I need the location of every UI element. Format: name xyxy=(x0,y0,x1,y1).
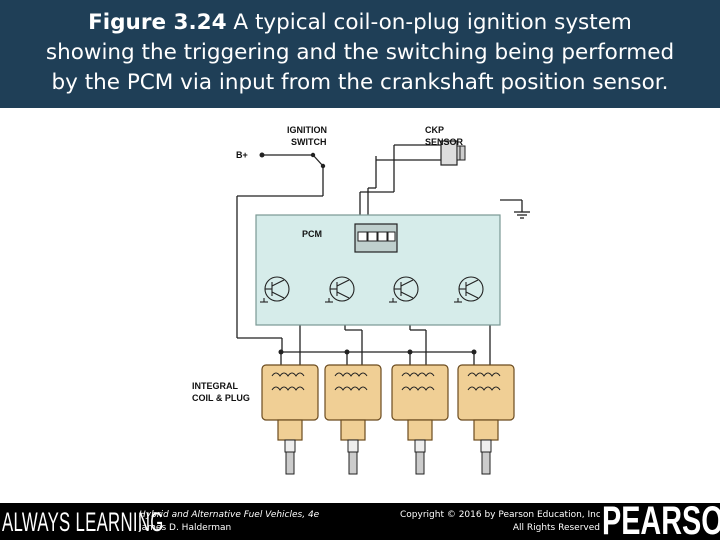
coil-plug-1 xyxy=(261,364,319,475)
ignition-switch-label-1: IGNITION xyxy=(287,125,327,135)
footer-bar: ALWAYS LEARNING Hybrid and Alternative F… xyxy=(0,499,720,543)
rights-text: All Rights Reserved xyxy=(512,523,600,533)
pearson-logo: PEARSON xyxy=(602,499,720,543)
coil-label-1: INTEGRAL xyxy=(192,381,239,391)
coil-plug-3 xyxy=(391,364,449,475)
copyright-text: Copyright © 2016 by Pearson Education, I… xyxy=(400,510,600,520)
ckp-sensor xyxy=(440,140,466,166)
figure-label: Figure 3.24 xyxy=(88,10,227,35)
book-author: James D. Halderman xyxy=(139,523,232,533)
caption-line-2: showing the triggering and the switching… xyxy=(45,40,675,65)
ckp-label-1: CKP xyxy=(425,125,444,135)
coil-label-2: COIL & PLUG xyxy=(192,393,250,403)
figure-caption: Figure 3.24 A typical coil-on-plug ignit… xyxy=(6,8,714,98)
integral-coil-plugs xyxy=(261,364,515,475)
ignition-switch-label-2: SWITCH xyxy=(291,137,327,147)
caption-header: Figure 3.24 A typical coil-on-plug ignit… xyxy=(0,0,720,108)
pcm-module xyxy=(255,214,501,326)
pcm-label: PCM xyxy=(302,229,322,239)
caption-line-3: by the PCM via input from the crankshaft… xyxy=(51,70,669,95)
always-learning-logo: ALWAYS LEARNING xyxy=(2,507,164,537)
coil-plug-2 xyxy=(324,364,382,475)
book-title: Hybrid and Alternative Fuel Vehicles, 4e xyxy=(139,510,320,520)
junction-dots xyxy=(259,152,477,355)
driver-transistors xyxy=(260,276,484,303)
ckp-label-2: SENSOR xyxy=(425,137,464,147)
ignition-system-diagram: IGNITION SWITCH CKP SENSOR B+ PCM INTEGR… xyxy=(192,125,530,475)
ground-symbol xyxy=(514,211,530,219)
battery-label: B+ xyxy=(236,150,248,160)
caption-line-1: A typical coil-on-plug ignition system xyxy=(226,10,632,35)
coil-plug-4 xyxy=(457,364,515,475)
